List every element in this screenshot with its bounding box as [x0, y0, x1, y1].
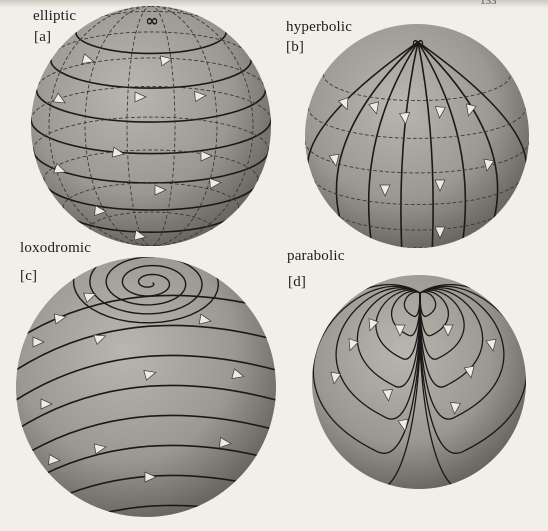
- infinity-symbol-b: ∞: [411, 33, 424, 52]
- infinity-symbol-a: ∞: [145, 11, 158, 30]
